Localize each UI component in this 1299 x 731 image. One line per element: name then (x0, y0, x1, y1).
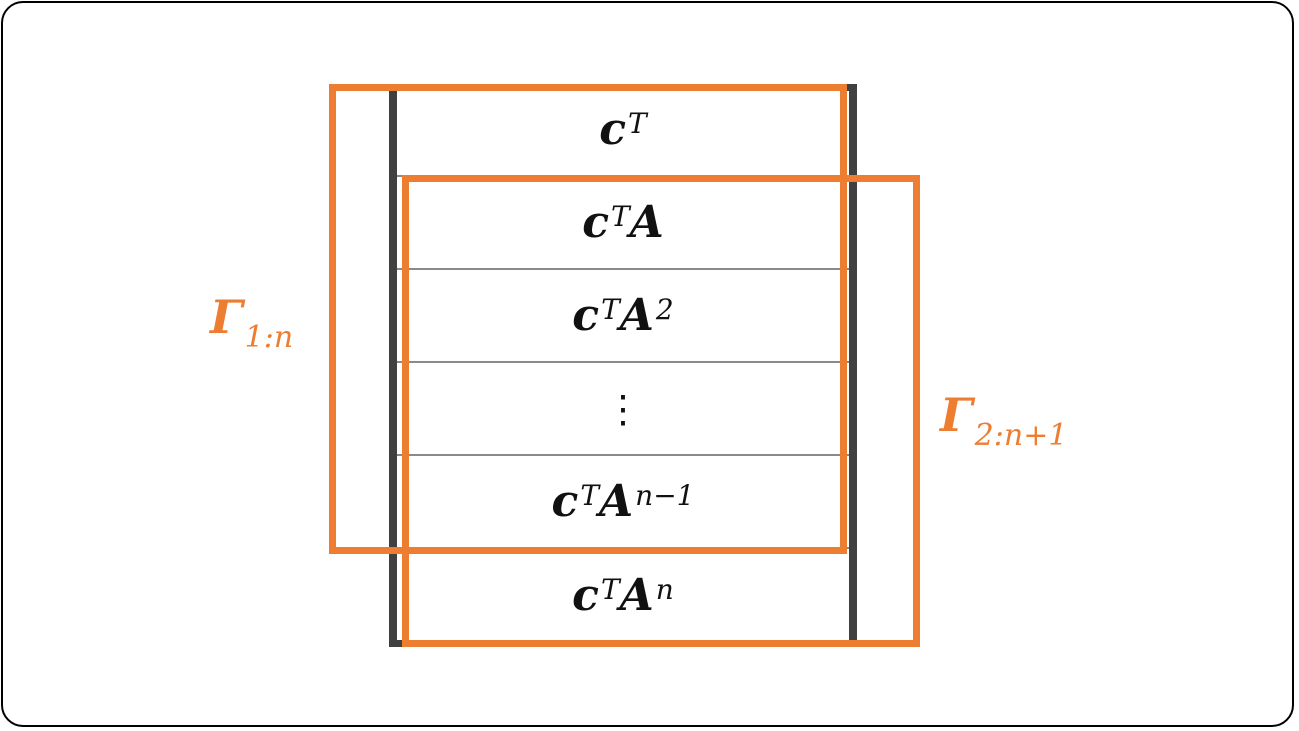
row-matrix: A (629, 197, 664, 248)
row-matrix: A (619, 290, 654, 341)
row-sup: T (601, 293, 620, 326)
row-base: c (582, 197, 609, 248)
matrix-row-ellipsis: ⋮ (397, 363, 849, 456)
row-matrix: A (619, 570, 654, 621)
row-base: c (572, 290, 600, 341)
gamma-subscript: 2:n+1 (974, 418, 1068, 454)
row-sup: T (628, 107, 647, 140)
row-base: c (551, 476, 579, 527)
gamma-2-n1-highlight-box (402, 175, 920, 647)
gamma-1-n-highlight-box (329, 84, 847, 554)
row-base: c (572, 570, 599, 621)
row-sup: T (610, 200, 630, 233)
gamma-symbol: Γ (940, 388, 973, 442)
row-power: n−1 (635, 479, 695, 512)
gamma-subscript: 1:n (244, 320, 294, 356)
row-base: c (599, 104, 627, 155)
vertical-ellipsis: ⋮ (604, 386, 642, 431)
row-sup: T (580, 479, 600, 512)
gamma-2-n1-label: Γ2:n+1 (940, 388, 1067, 453)
gamma-symbol: Γ (210, 290, 243, 344)
gamma-1-n-label: Γ1:n (210, 290, 293, 355)
row-power: n (655, 573, 674, 606)
row-matrix: A (599, 476, 634, 527)
row-power: 2 (655, 293, 674, 326)
row-sup: T (600, 573, 620, 606)
